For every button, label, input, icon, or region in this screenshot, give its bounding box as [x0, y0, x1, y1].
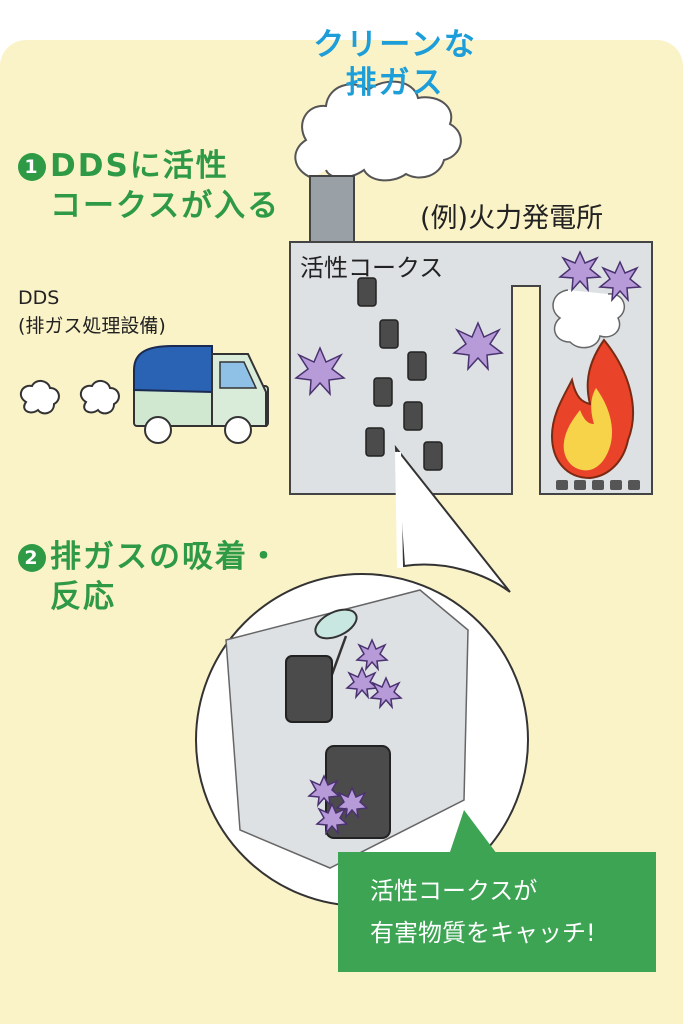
grate-blocks [556, 480, 640, 490]
clean-gas-label: クリーンな 排ガス [313, 27, 477, 101]
truck-icon [133, 345, 269, 444]
callout-bubble [338, 810, 656, 972]
power-plant-label: (例)火力発電所 [420, 203, 604, 234]
pollutant-icon [598, 260, 642, 303]
callout-text: 活性コークスが 有害物質をキャッチ! [370, 877, 596, 947]
coke-block-icon [357, 277, 443, 471]
step2-number: 2 [18, 544, 46, 572]
step1-number: 1 [18, 153, 46, 181]
pollutant-icon [294, 346, 346, 397]
activated-coke-label: 活性コークス [300, 254, 444, 282]
pollutant-icon [307, 638, 403, 836]
pollutant-icon [452, 321, 504, 372]
smoke-cloud [294, 80, 462, 182]
inner-smoke [552, 289, 626, 349]
flame-icon [550, 338, 635, 480]
chimney [309, 175, 355, 245]
pollutant-icon [558, 250, 602, 293]
net-icon [314, 608, 358, 681]
dds-label: DDS (排ガス処理設備) [18, 287, 166, 337]
magnifier-callout [195, 444, 529, 907]
exhaust-puff-icon [19, 380, 120, 415]
